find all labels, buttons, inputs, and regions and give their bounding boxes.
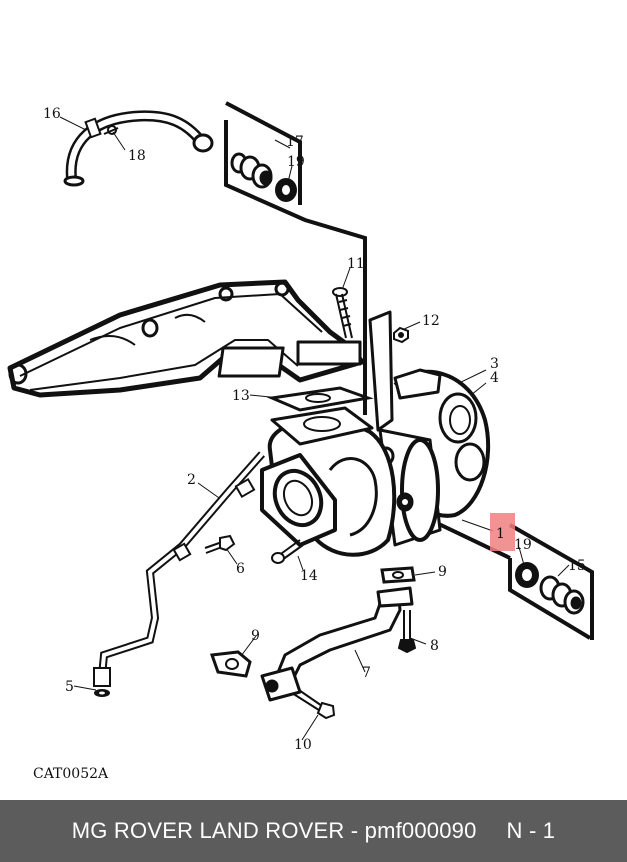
turbocharger <box>260 310 491 557</box>
callout-17[interactable]: 17 <box>286 134 304 150</box>
exploded-parts-diagram: 1 2 3 4 5 6 7 8 9 9 10 11 12 13 14 15 16… <box>7 101 594 782</box>
callout-5[interactable]: 5 <box>65 679 74 695</box>
footer-page-number: N - 1 <box>506 818 556 843</box>
callout-labels: 1 2 3 4 5 6 7 8 9 9 10 11 12 13 14 15 16… <box>43 106 586 753</box>
stud <box>332 287 353 339</box>
upper-bracket-guide <box>224 101 367 415</box>
lower-banjo-union <box>539 575 585 615</box>
callout-11[interactable]: 11 <box>347 256 365 272</box>
callout-2[interactable]: 2 <box>187 472 196 488</box>
drain-gasket-lower <box>209 650 252 678</box>
callout-18[interactable]: 18 <box>128 148 146 164</box>
callout-19-upper[interactable]: 19 <box>287 154 305 170</box>
catalog-reference: CAT0052A <box>33 766 109 782</box>
manifold-gasket <box>266 386 374 412</box>
bolt-8 <box>397 610 417 654</box>
callout-13[interactable]: 13 <box>232 388 250 404</box>
callout-7[interactable]: 7 <box>362 665 371 681</box>
callout-9-lower[interactable]: 9 <box>251 628 260 644</box>
callout-9-upper[interactable]: 9 <box>438 564 447 580</box>
callout-1[interactable]: 1 <box>496 526 505 542</box>
callout-10[interactable]: 10 <box>294 737 312 753</box>
footer-bar: MG ROVER LAND ROVER - pmf000090 N - 1 <box>0 800 627 862</box>
bolt-6 <box>204 534 236 554</box>
callout-8[interactable]: 8 <box>430 638 439 654</box>
drain-washer <box>94 689 110 697</box>
leader-lines <box>59 116 570 741</box>
callout-6[interactable]: 6 <box>236 561 245 577</box>
footer-title: MG ROVER LAND ROVER - pmf000090 <box>71 818 477 843</box>
pipe-clip <box>103 125 119 135</box>
upper-sealing-washer <box>275 178 297 202</box>
callout-14[interactable]: 14 <box>300 568 318 584</box>
callout-19-lower[interactable]: 19 <box>514 537 532 553</box>
callout-16[interactable]: 16 <box>43 106 61 122</box>
oil-return-pipe <box>93 451 265 687</box>
callout-12[interactable]: 12 <box>422 313 440 329</box>
part-highlight <box>490 513 515 551</box>
drain-gasket-upper <box>380 566 416 584</box>
callout-3[interactable]: 3 <box>490 356 499 372</box>
exhaust-manifold <box>7 279 365 398</box>
oil-drain-tube <box>260 586 414 702</box>
callout-15[interactable]: 15 <box>568 558 586 574</box>
nut <box>393 326 409 344</box>
upper-banjo-union <box>230 152 273 189</box>
lower-sealing-washer <box>515 562 539 588</box>
oil-feed-pipe <box>63 110 214 187</box>
callout-4[interactable]: 4 <box>490 370 499 386</box>
bolt-14 <box>271 539 304 564</box>
